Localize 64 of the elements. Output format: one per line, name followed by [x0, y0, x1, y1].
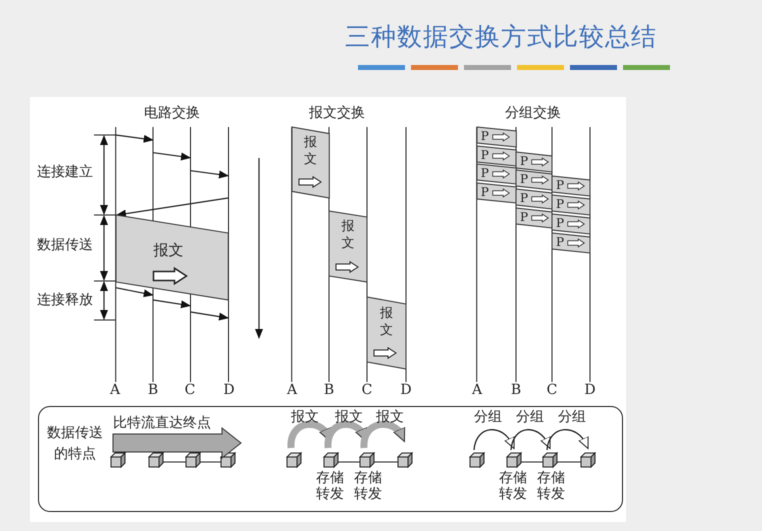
packet-block [476, 146, 516, 166]
message-block [292, 126, 329, 198]
node-label: D [584, 382, 596, 398]
block-text: P [556, 198, 564, 210]
node-label: B [324, 382, 334, 398]
packet-block [476, 127, 516, 147]
block-text: P [556, 236, 564, 248]
arrow-label: 比特流直达终点 [113, 414, 211, 432]
arrow-label: 报文 [376, 408, 404, 426]
packet-block [516, 170, 552, 190]
node-label: D [400, 382, 412, 398]
block-text: P [480, 186, 489, 198]
packet-block [552, 176, 590, 196]
node-label: B [510, 382, 522, 398]
packet-block [552, 232, 590, 252]
summary-panel [38, 406, 623, 512]
message-block [367, 297, 406, 369]
block-text: P [480, 148, 489, 161]
node-label: C [546, 382, 558, 398]
node-label: C [184, 382, 196, 398]
packet-block [516, 152, 552, 172]
block-text: P [556, 216, 564, 229]
block-text: P [520, 210, 528, 223]
node-label: A [472, 382, 482, 398]
caption-text: 存储转发 [498, 470, 528, 502]
node-label: B [148, 382, 158, 398]
arrow-label: 分组 [474, 408, 502, 426]
arrow-label: 分组 [558, 408, 586, 426]
arrow-label: 报文 [291, 408, 319, 426]
node-label: C [362, 382, 372, 398]
arrow-label: 分组 [516, 408, 544, 426]
row-heading: 数据传送的特点 [46, 424, 104, 464]
block-text: 报文 [340, 218, 356, 252]
caption-text: 存储转发 [536, 470, 566, 502]
node-label: A [110, 382, 120, 398]
panel-title: 分组交换 [505, 104, 561, 122]
packet-block [552, 195, 590, 216]
block-text: 报文 [379, 306, 394, 340]
panel-title: 报文交换 [309, 104, 365, 122]
packet-block [516, 208, 552, 228]
title: 三种数据交换方式比较总结 [345, 21, 657, 53]
caption-text: 存储转发 [353, 470, 383, 502]
packet-block [552, 214, 590, 234]
packet-block [476, 164, 516, 184]
block-text: P [480, 130, 489, 142]
block-text: P [520, 173, 528, 186]
node-label: D [223, 382, 235, 398]
node-label: A [286, 382, 298, 398]
block-text: P [520, 154, 528, 167]
packet-block [476, 183, 516, 204]
message-block [329, 210, 367, 282]
phase-label: 数据传送 [37, 236, 93, 254]
phase-label: 连接释放 [37, 292, 93, 308]
packet-block [516, 189, 552, 210]
block-text: P [480, 167, 489, 180]
arrow-label: 报文 [335, 408, 363, 426]
panel-title: 电路交换 [144, 104, 200, 122]
message-block [116, 215, 228, 300]
block-text: P [520, 192, 528, 204]
phase-label: 连接建立 [37, 164, 93, 180]
block-text: P [556, 179, 564, 192]
block-text: 报文 [154, 241, 184, 260]
block-text: 报文 [303, 135, 318, 170]
caption-text: 存储转发 [315, 470, 345, 502]
